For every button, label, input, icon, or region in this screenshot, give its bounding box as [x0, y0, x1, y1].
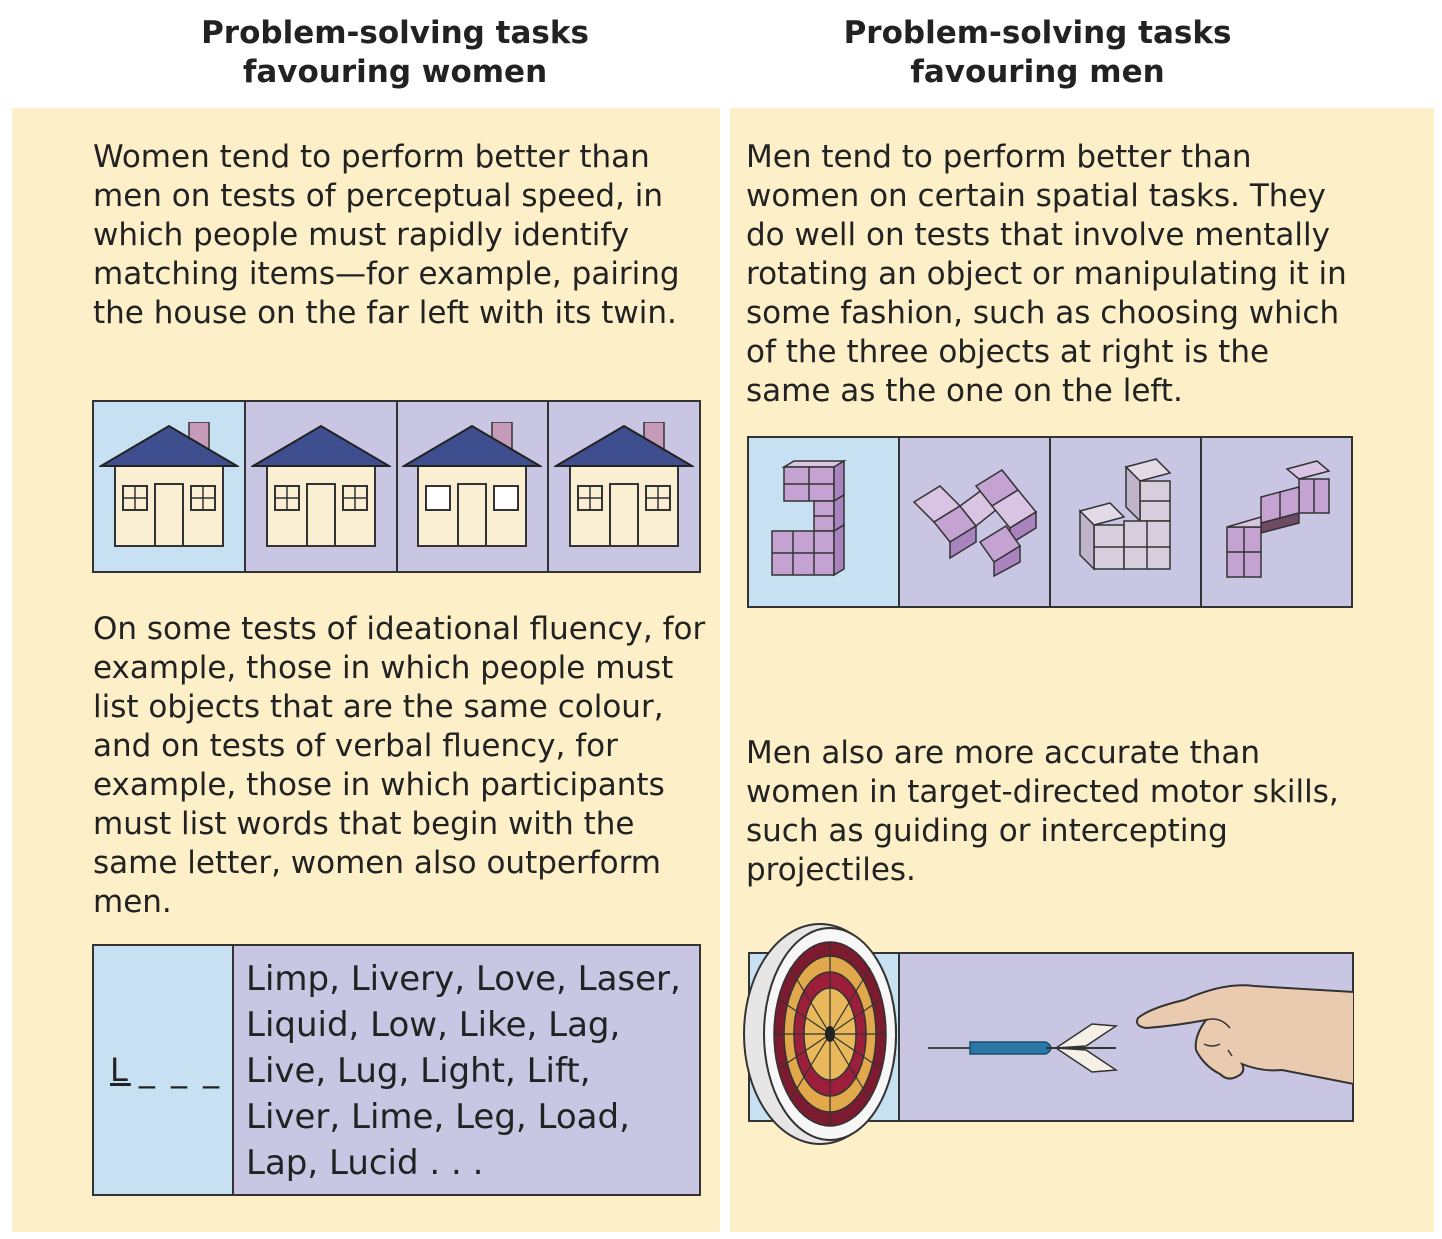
cube-cell-option-1 — [900, 438, 1051, 606]
left-title-line2: favouring women — [242, 54, 548, 90]
perceptual-speed-text: Women tend to perform better than men on… — [93, 139, 680, 331]
mental-rotation-strip — [747, 436, 1353, 608]
house-icon — [98, 421, 239, 547]
left-column-title: Problem-solving tasks favouring women — [40, 14, 750, 100]
fluency-text: On some tests of ideational fluency, for… — [93, 611, 706, 920]
spatial-task-text: Men tend to perform better than women on… — [746, 139, 1347, 409]
right-title-line2: favouring men — [910, 54, 1165, 90]
dart-icon — [928, 1023, 1119, 1073]
verbal-fluency-box: L _ _ _ Limp, Livery, Love, Laser, Liqui… — [92, 944, 701, 1196]
cube-cell-option-2 — [1051, 438, 1202, 606]
hand-icon — [1136, 984, 1354, 1086]
house-matching-strip — [92, 400, 701, 573]
cube-cell-option-3 — [1202, 438, 1351, 606]
cube-cell-reference — [749, 438, 900, 606]
right-title-line1: Problem-solving tasks — [843, 15, 1232, 51]
cube-figure-icon — [770, 459, 847, 577]
dartboard-icon — [743, 923, 897, 1145]
house-icon — [554, 421, 695, 547]
house-icon — [250, 424, 391, 547]
letter-prompt: L _ _ _ — [94, 946, 234, 1194]
cube-figure-icon — [912, 469, 1037, 578]
house-cell-option-3 — [549, 402, 699, 571]
word-list: Limp, Livery, Love, Laser, Liquid, Low, … — [234, 946, 699, 1194]
motor-skills-text: Men also are more accurate than women in… — [746, 735, 1339, 888]
cube-figure-icon — [1225, 460, 1331, 578]
cube-figure-icon — [1078, 458, 1171, 571]
house-icon — [402, 421, 543, 547]
dart-scene — [740, 922, 1354, 1146]
house-cell-option-2 — [397, 402, 550, 571]
left-title-line1: Problem-solving tasks — [201, 15, 589, 51]
letter-prompt-first: L — [110, 1051, 131, 1089]
house-cell-reference — [94, 402, 246, 571]
right-column-title: Problem-solving tasks favouring men — [730, 14, 1345, 100]
house-cell-option-1 — [245, 402, 398, 571]
letter-prompt-blanks: _ _ _ — [138, 1051, 223, 1089]
